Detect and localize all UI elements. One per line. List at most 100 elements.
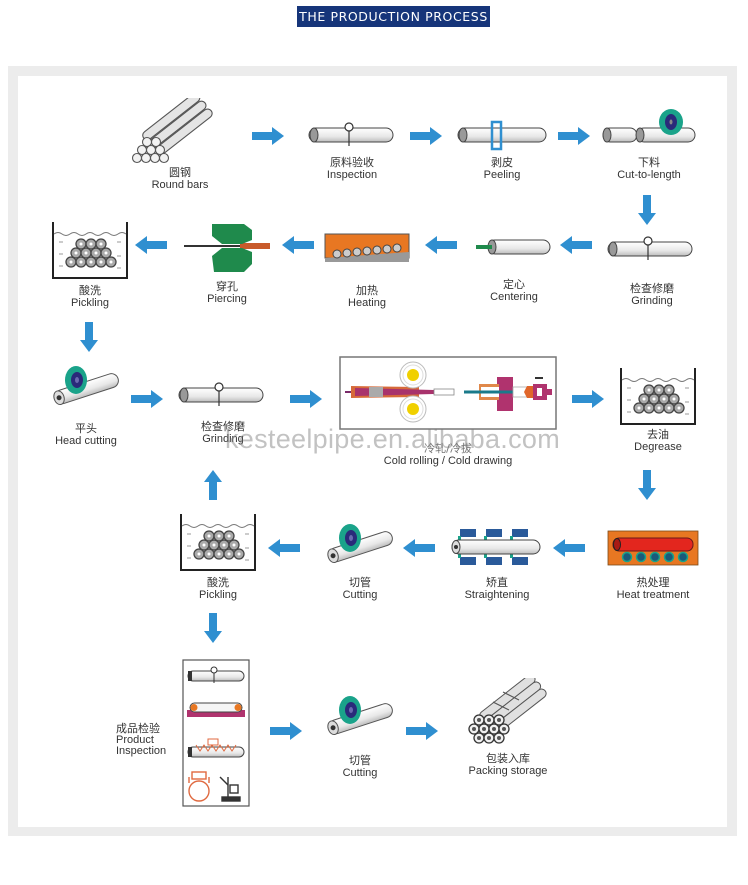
flow-arrow-right (270, 722, 302, 740)
step-label-en: Peeling (483, 169, 521, 181)
flow-arrow-down (80, 322, 98, 352)
step-label-cn: 穿孔 (216, 280, 238, 293)
cutting-icon (325, 695, 395, 737)
step-piercing: 穿孔 Piercing (182, 222, 272, 305)
step-label-en: Piercing (207, 293, 247, 305)
caliper-gauge-icon (188, 771, 210, 802)
step-heating: 加热 Heating (322, 232, 412, 309)
cold-rolling-drawing-icon (339, 356, 557, 430)
step-grinding-2: 检查修磨 Grinding (176, 380, 270, 445)
step-packing-storage: 包装入库 Packing storage (462, 678, 554, 777)
step-label-cn: 酸洗 (207, 576, 229, 589)
step-label-en: Cutting (342, 767, 378, 779)
step-label-cn: 检查修磨 (630, 282, 674, 295)
step-label-en: Grinding (631, 295, 673, 307)
step-label-cn: 酸洗 (79, 284, 101, 297)
heat-treatment-furnace-icon (607, 530, 699, 566)
straightening-rollers-icon (451, 529, 541, 565)
step-straightening: 矫直 Straightening (450, 528, 544, 601)
flow-arrow-right (410, 127, 442, 145)
peeling-icon (457, 120, 547, 151)
flow-arrow-right (290, 390, 322, 408)
piercing-rolls-icon (184, 224, 270, 272)
degrease-tank-icon (620, 367, 696, 425)
round-bars-icon (131, 98, 213, 164)
flow-arrow-left (560, 236, 592, 254)
step-label-cn: 定心 (503, 278, 525, 291)
step-label-en: Round bars (151, 179, 209, 191)
step-label-cn: 原料验收 (330, 156, 374, 169)
flow-arrow-left (403, 539, 435, 557)
step-label-en: Centering (490, 291, 538, 303)
step-label-en: Straightening (464, 589, 530, 601)
step-label-en: Degrease (634, 441, 682, 453)
step-cutting-2: 切管 Cutting (318, 690, 402, 779)
step-label-en: Pickling (71, 297, 109, 309)
page-title: THE PRODUCTION PROCESS (297, 6, 490, 27)
eddy-current-test-icon (187, 738, 245, 758)
step-label-en: Inspection (326, 169, 378, 181)
watermark: kesteelpipe.en.alibaba.com (225, 424, 561, 454)
step-head-cutting: 平头 Head cutting (44, 360, 128, 447)
step-label-cn: 成品检验 (116, 722, 160, 735)
step-label-en: Grinding (202, 433, 244, 445)
step-cut-to-length: 下料 Cut-to-length (600, 108, 698, 181)
step-pickling-2: 酸洗 Pickling (176, 512, 260, 601)
flow-arrow-right (131, 390, 163, 408)
flow-arrow-right (572, 390, 604, 408)
inspection-pipe-icon (187, 666, 245, 683)
flow-arrow-down (638, 195, 656, 225)
step-label-cn: 包装入库 (486, 752, 530, 765)
flow-arrow-right (406, 722, 438, 740)
flow-arrow-down (204, 613, 222, 643)
flow-arrow-left (553, 539, 585, 557)
step-label-cn: 圆钢 (169, 166, 191, 179)
step-label-en: Head cutting (55, 435, 117, 447)
step-label-cn: 下料 (638, 156, 660, 169)
step-label-cn: 平头 (75, 422, 97, 435)
step-cold-rolling: 冷轧/冷拔 Cold rolling / Cold drawing (339, 356, 557, 467)
flow-arrow-right (558, 127, 590, 145)
step-label-cn: 检查修磨 (201, 420, 245, 433)
step-centering: 定心 Centering (474, 236, 554, 303)
step-label-cn: 矫直 (486, 576, 508, 589)
cut-to-length-icon (602, 109, 696, 143)
step-degrease: 去油 Degrease (616, 366, 700, 453)
step-inspection: 原料验收 Inspection (304, 120, 400, 181)
step-label-cn: 切管 (349, 754, 371, 767)
step-label-cn: 去油 (647, 428, 669, 441)
step-label-cn: 热处理 (636, 576, 670, 589)
step-product-inspection-label: 成品检验 Product Inspection (116, 722, 166, 757)
step-label-en: Packing storage (468, 765, 548, 777)
flow-arrow-left (135, 236, 167, 254)
step-label-cn: 冷轧/冷拔 (424, 442, 472, 455)
step-label-en: Cutting (342, 589, 378, 601)
step-label-en-line2: Inspection (116, 745, 167, 757)
heating-furnace-icon (324, 233, 410, 262)
packing-bundle-icon (468, 678, 547, 744)
step-label-en: Pickling (199, 589, 237, 601)
step-label-en: Cut-to-length (617, 169, 681, 181)
pickling-tank-icon (52, 221, 128, 279)
step-label-en: Cold rolling / Cold drawing (383, 455, 513, 467)
step-pickling-1: 酸洗 Pickling (48, 220, 132, 309)
step-label-en: Heat treatment (616, 589, 690, 601)
product-inspection-panel (182, 659, 250, 807)
pickling-tank-icon (180, 513, 256, 571)
flow-arrow-right (252, 127, 284, 145)
grinding-pipe-icon (178, 382, 264, 407)
head-cutting-icon (51, 365, 121, 407)
inspection-pipe-icon (308, 122, 394, 147)
step-label-en-line1: Product (116, 734, 154, 746)
step-label-cn: 剥皮 (491, 156, 513, 169)
step-label-cn: 切管 (349, 576, 371, 589)
grinding-pipe-icon (607, 236, 693, 261)
flow-arrow-down (638, 470, 656, 500)
step-round-bars: 圆钢 Round bars (128, 98, 218, 191)
flow-arrow-left (268, 539, 300, 557)
step-heat-treatment: 热处理 Heat treatment (606, 530, 700, 601)
flow-arrow-left (282, 236, 314, 254)
centering-icon (476, 239, 551, 255)
step-grinding-1: 检查修磨 Grinding (604, 234, 700, 307)
step-cutting-1: 切管 Cutting (318, 518, 402, 601)
